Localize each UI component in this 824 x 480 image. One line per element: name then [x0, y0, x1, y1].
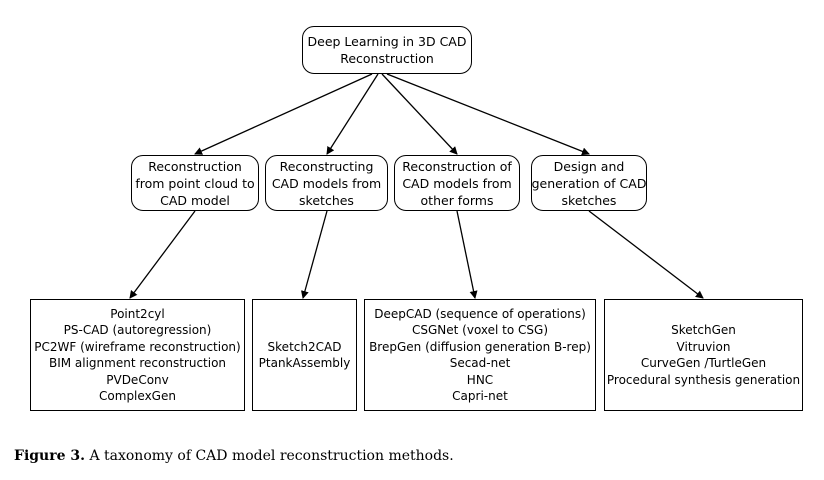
category-node-sketches: Reconstructing CAD models from sketches: [265, 155, 388, 211]
leaf-node-point-cloud-methods: Point2cyl PS-CAD (autoregression) PC2WF …: [30, 299, 245, 411]
category-node-line: Design and: [553, 158, 625, 174]
edge-root-to-category-2: [326, 73, 379, 155]
category-node-line: sketches: [299, 192, 354, 208]
method-item: BIM alignment reconstruction: [48, 356, 227, 370]
category-node-sketch-generation: Design and generation of CAD sketches: [531, 155, 647, 211]
method-item: SketchGen: [671, 323, 736, 337]
category-node-line: CAD models from: [271, 175, 382, 191]
edge-root-to-category-1: [194, 73, 373, 155]
method-item: CSGNet (voxel to CSG): [411, 323, 549, 337]
edge-category-4-to-leaf-4: [588, 210, 704, 299]
method-item: DeepCAD (sequence of operations): [374, 306, 586, 321]
method-item: PS-CAD (autoregression): [63, 323, 212, 337]
category-node-line: sketches: [561, 192, 617, 208]
category-node-line: CAD model: [160, 192, 230, 208]
method-item: Sketch2CAD: [267, 339, 342, 354]
root-node: Deep Learning in 3D CAD Reconstruction: [302, 26, 472, 74]
leaf-node-sketch-methods: Sketch2CAD PtankAssembly: [252, 299, 357, 411]
method-item: Vitruvion: [676, 339, 731, 354]
method-item: HNC: [466, 372, 494, 387]
category-node-line: Reconstruction of: [402, 158, 512, 174]
edge-category-3-to-leaf-3: [456, 210, 478, 299]
category-node-line: Reconstructing: [279, 158, 374, 174]
category-node-line: CAD models from: [402, 175, 512, 191]
method-item: Capri-net: [452, 389, 508, 403]
method-item: PC2WF (wireframe reconstruction): [34, 339, 241, 354]
category-node-other-forms: Reconstruction of CAD models from other …: [394, 155, 520, 211]
method-item: PVDeConv: [106, 372, 169, 387]
figure-caption-text: A taxonomy of CAD model reconstruction m…: [85, 448, 454, 464]
method-item: ComplexGen: [99, 389, 176, 403]
figure-caption: Figure 3. A taxonomy of CAD model recons…: [14, 448, 454, 464]
method-item: Procedural synthesis generation: [606, 372, 801, 387]
edge-root-to-category-4: [386, 73, 590, 156]
leaf-node-other-form-methods: DeepCAD (sequence of operations) CSGNet …: [364, 299, 596, 411]
edge-category-1-to-leaf-1: [129, 210, 196, 299]
root-node-line: Deep Learning in 3D CAD: [307, 34, 467, 49]
category-node-line: generation of CAD: [531, 175, 647, 191]
category-node-line: other forms: [420, 192, 494, 208]
category-node-line: Reconstruction: [148, 158, 242, 174]
method-item: CurveGen /TurtleGen: [640, 356, 767, 370]
leaf-node-sketch-generation-methods: SketchGen Vitruvion CurveGen /TurtleGen …: [604, 299, 803, 411]
root-node-line: Reconstruction: [340, 51, 434, 66]
edge-root-to-category-3: [381, 73, 458, 155]
method-item: BrepGen (diffusion generation B-rep): [369, 339, 591, 354]
figure-caption-label: Figure 3.: [14, 448, 85, 464]
category-node-line: from point cloud to: [135, 175, 255, 191]
edge-category-2-to-leaf-2: [301, 210, 328, 299]
method-item: Point2cyl: [110, 306, 165, 321]
method-item: PtankAssembly: [258, 356, 351, 370]
method-item: Secad-net: [449, 356, 511, 370]
category-node-point-cloud: Reconstruction from point cloud to CAD m…: [131, 155, 259, 211]
